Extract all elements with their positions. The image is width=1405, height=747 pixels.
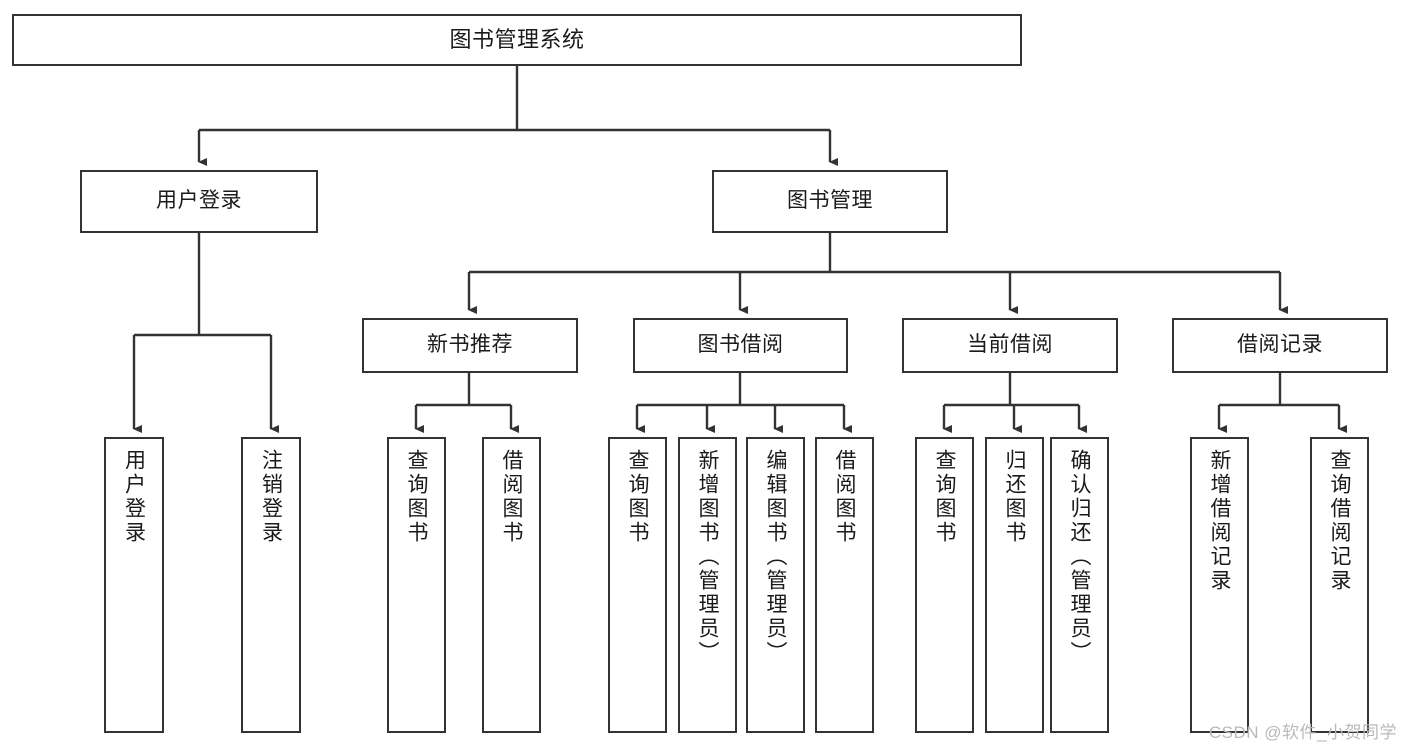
node-label: 编辑图书（管理员） (764, 449, 787, 665)
leaf-return-book[interactable]: 归还图书 (985, 437, 1044, 733)
node-label: 图书借阅 (697, 333, 784, 357)
node-label: 查询图书 (626, 449, 649, 545)
node-label: 图书管理系统 (449, 26, 585, 52)
leaf-logout-login[interactable]: 注销登录 (241, 437, 301, 733)
node-current-borrow[interactable]: 当前借阅 (902, 318, 1118, 373)
node-label: 确认归还（管理员） (1068, 449, 1091, 665)
leaf-edit-book-admin[interactable]: 编辑图书（管理员） (746, 437, 805, 733)
leaf-query-book-current[interactable]: 查询图书 (915, 437, 974, 733)
node-label: 用户登录 (122, 449, 146, 545)
node-user-login[interactable]: 用户登录 (80, 170, 318, 233)
leaf-add-book-admin[interactable]: 新增图书（管理员） (678, 437, 737, 733)
leaf-query-book-recommend[interactable]: 查询图书 (387, 437, 446, 733)
node-label: 查询借阅记录 (1328, 449, 1351, 593)
csdn-watermark: CSDN @软件_小贺同学 (1208, 723, 1397, 742)
node-label: 借阅图书 (500, 449, 523, 545)
node-book-management[interactable]: 图书管理 (712, 170, 948, 233)
node-label: 借阅图书 (833, 449, 856, 545)
node-label: 当前借阅 (967, 333, 1053, 357)
node-label: 查询图书 (405, 449, 428, 545)
node-label: 新增图书（管理员） (696, 449, 719, 665)
node-book-borrow[interactable]: 图书借阅 (633, 318, 848, 373)
node-label: 图书管理 (787, 189, 873, 213)
node-label: 新书推荐 (427, 333, 513, 357)
leaf-user-login[interactable]: 用户登录 (104, 437, 164, 733)
leaf-query-book-borrow[interactable]: 查询图书 (608, 437, 667, 733)
leaf-query-borrow-record[interactable]: 查询借阅记录 (1310, 437, 1369, 733)
leaf-borrow-book[interactable]: 借阅图书 (815, 437, 874, 733)
node-label: 新增借阅记录 (1208, 449, 1231, 593)
node-label: 用户登录 (156, 189, 242, 213)
node-label: 归还图书 (1003, 449, 1026, 545)
leaf-add-borrow-record[interactable]: 新增借阅记录 (1190, 437, 1249, 733)
node-label: 注销登录 (259, 449, 283, 545)
node-label: 查询图书 (933, 449, 956, 545)
node-root-book-management-system[interactable]: 图书管理系统 (12, 14, 1022, 66)
node-new-book-recommend[interactable]: 新书推荐 (362, 318, 578, 373)
leaf-borrow-book-recommend[interactable]: 借阅图书 (482, 437, 541, 733)
node-label: 借阅记录 (1237, 333, 1323, 357)
leaf-confirm-return-admin[interactable]: 确认归还（管理员） (1050, 437, 1109, 733)
node-borrow-record[interactable]: 借阅记录 (1172, 318, 1388, 373)
